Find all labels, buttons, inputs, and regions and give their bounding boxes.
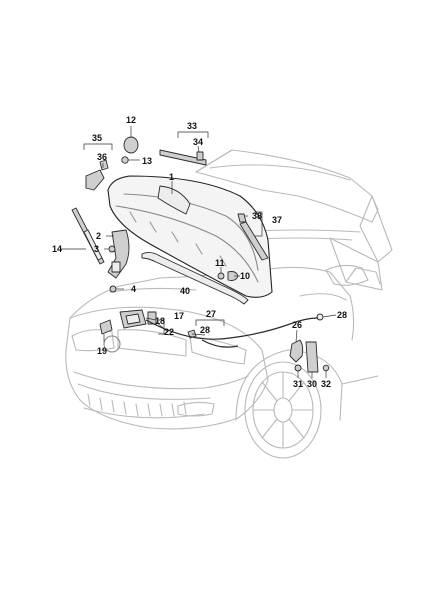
- part-labels: 1 2 3 4 10 11 12 13 14 17 18 19 22 26 27…: [52, 115, 347, 389]
- part-33-seal-strip: [159, 149, 207, 166]
- label-1: 1: [169, 172, 174, 182]
- label-13: 13: [142, 156, 152, 166]
- label-32: 32: [321, 379, 331, 389]
- label-22: 22: [164, 327, 174, 337]
- part-36-clip: [99, 159, 109, 171]
- label-30: 30: [307, 379, 317, 389]
- label-38: 38: [252, 211, 262, 221]
- part-19-bolt: [99, 319, 113, 335]
- label-12: 12: [126, 115, 136, 125]
- label-27: 27: [206, 309, 216, 319]
- part-4-bolt: [109, 285, 117, 293]
- part-22-retainer: [147, 311, 157, 325]
- label-17: 17: [174, 311, 184, 321]
- part-11-washer: [217, 272, 225, 280]
- label-36: 36: [97, 152, 107, 162]
- label-19: 19: [97, 346, 107, 356]
- label-10: 10: [240, 271, 250, 281]
- label-28-right: 28: [337, 310, 347, 320]
- label-35: 35: [92, 133, 102, 143]
- label-26: 26: [292, 320, 302, 330]
- part-28-cable-end: [316, 313, 324, 321]
- parts: [71, 136, 330, 373]
- part-3-bolt: [108, 245, 116, 253]
- label-11: 11: [215, 258, 225, 268]
- label-40: 40: [180, 286, 190, 296]
- label-28-left: 28: [200, 325, 210, 335]
- part-30-handle: [305, 341, 319, 373]
- part-32-screw: [322, 364, 330, 372]
- part-13-clip: [121, 156, 129, 164]
- label-37: 37: [272, 215, 282, 225]
- leader-lines: [60, 126, 337, 378]
- label-33: 33: [187, 121, 197, 131]
- part-31-screw: [294, 364, 302, 372]
- release-cable: [145, 317, 319, 340]
- part-34-clip: [196, 151, 204, 161]
- label-18: 18: [155, 316, 165, 326]
- label-3: 3: [94, 244, 99, 254]
- part-12-plug: [123, 136, 139, 154]
- part-35-bracket: [85, 169, 105, 191]
- part-26-lever: [289, 339, 304, 363]
- group-braces: [83, 131, 263, 335]
- label-2: 2: [96, 231, 101, 241]
- label-14: 14: [52, 244, 62, 254]
- label-4: 4: [131, 284, 136, 294]
- label-34: 34: [193, 137, 203, 147]
- part-37-seal: [239, 221, 269, 261]
- label-31: 31: [293, 379, 303, 389]
- hood-panel: [107, 175, 273, 298]
- part-40-seal: [141, 251, 249, 305]
